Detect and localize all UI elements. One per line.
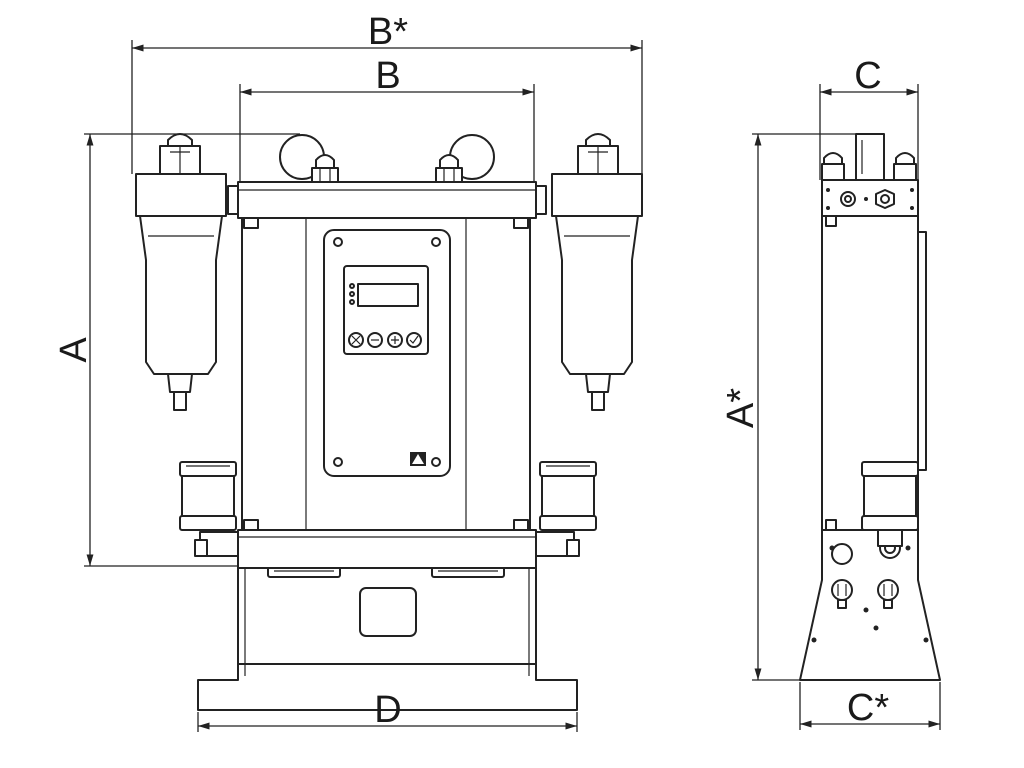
side-port-right bbox=[877, 579, 899, 609]
plus-icon[interactable] bbox=[387, 332, 403, 348]
filter-left bbox=[135, 133, 227, 411]
drain-canister-left bbox=[179, 461, 237, 531]
top-nut-right bbox=[435, 154, 463, 183]
front-dimensions bbox=[84, 40, 643, 732]
inspection-window bbox=[359, 587, 417, 637]
filter-right bbox=[551, 133, 643, 411]
dim-label-a: A bbox=[53, 337, 95, 363]
lcd-display bbox=[357, 283, 419, 307]
dim-label-d: D bbox=[374, 689, 401, 731]
dim-label-c: C bbox=[854, 55, 881, 97]
dim-label-c-star: C* bbox=[847, 687, 889, 729]
front-view bbox=[84, 40, 643, 732]
triangle-logo-icon bbox=[410, 452, 426, 466]
dim-label-b-star: B* bbox=[368, 11, 408, 53]
top-nut-left bbox=[311, 154, 339, 183]
close-icon[interactable] bbox=[348, 332, 364, 348]
side-top-block bbox=[821, 133, 919, 217]
side-canister bbox=[861, 461, 919, 547]
side-base bbox=[799, 529, 941, 681]
side-dimensions bbox=[752, 84, 941, 730]
dim-label-a-star: A* bbox=[720, 388, 762, 428]
dim-label-b: B bbox=[375, 55, 400, 97]
top-manifold bbox=[227, 181, 547, 219]
side-port-left bbox=[831, 579, 853, 609]
control-panel bbox=[323, 229, 451, 477]
check-icon[interactable] bbox=[406, 332, 422, 348]
side-view bbox=[752, 84, 941, 730]
top-gauges bbox=[279, 134, 495, 183]
bottom-manifold bbox=[194, 529, 580, 569]
drain-canister-right bbox=[539, 461, 597, 531]
minus-icon[interactable] bbox=[367, 332, 383, 348]
